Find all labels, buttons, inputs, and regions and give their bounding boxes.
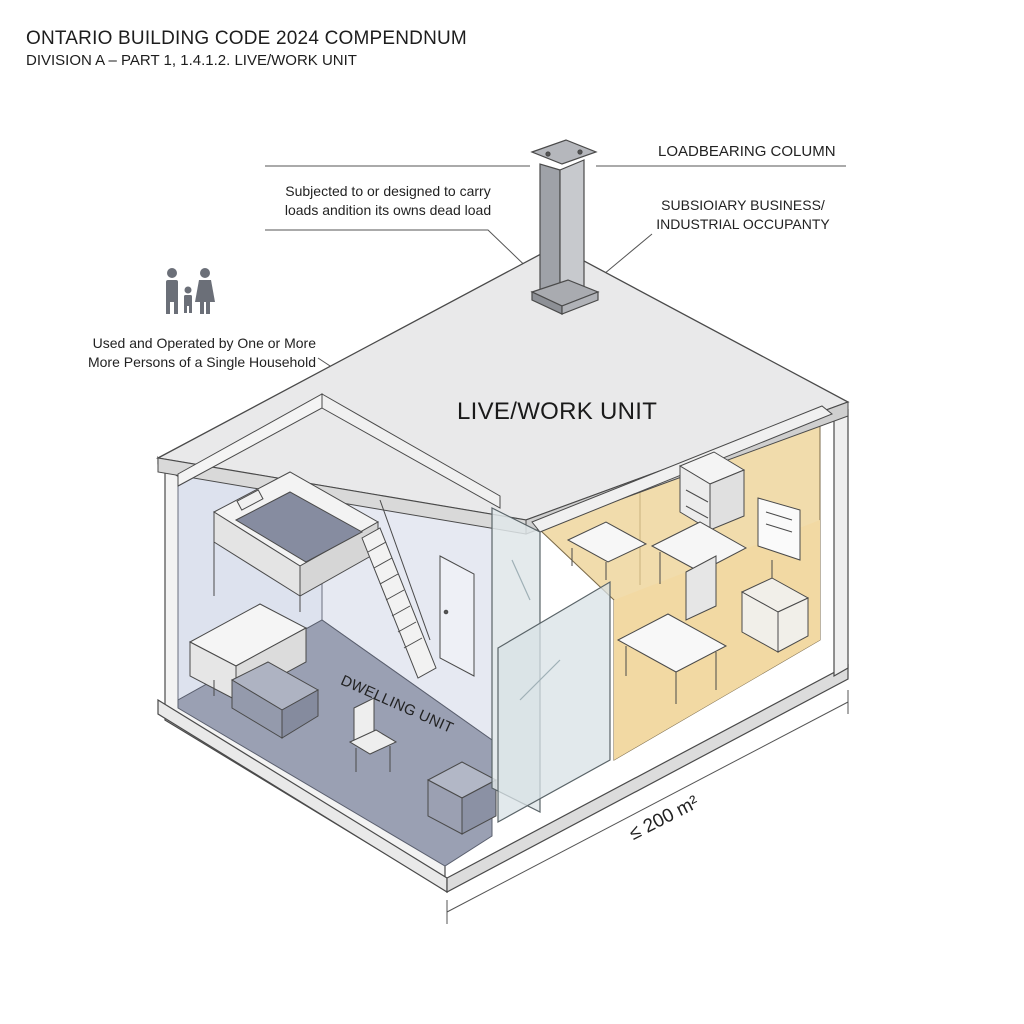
wall-chart	[757, 497, 801, 561]
label-household-line2: More Persons of a Single Household	[87, 354, 316, 370]
label-household-line1: Used and Operated by One or More	[92, 335, 316, 351]
label-subsidiary-occupancy: SUBSIOIARY BUSINESS/ INDUSTRIAL OCCUPANT…	[640, 196, 846, 234]
leader-loads	[265, 229, 541, 281]
loft-bed	[212, 471, 380, 612]
right-outer-wall	[833, 408, 849, 678]
page-title: ONTARIO BUILDING CODE 2024 COMPENDNUM	[26, 28, 467, 49]
base-slab-right	[446, 664, 849, 893]
glass-partition	[491, 507, 611, 824]
label-loads-line2: loads andition its owns dead load	[284, 202, 492, 218]
office-desk	[566, 521, 648, 580]
sofa	[230, 661, 320, 739]
label-household-note: Used and Operated by One or More More Pe…	[70, 334, 316, 372]
family-icon	[166, 268, 215, 314]
label-loadbearing-column: LOADBEARING COLUMN	[658, 143, 836, 160]
dwelling-cabinet	[426, 761, 498, 835]
label-live-work-unit: LIVE/WORK UNIT	[457, 398, 658, 425]
work-table	[616, 613, 728, 704]
stairs	[361, 499, 437, 679]
label-subsidiary-line1: SUBSIOIARY BUSINESS/	[661, 197, 825, 213]
loadbearing-column	[530, 139, 600, 315]
drafting-desk	[650, 521, 748, 621]
label-loads-note: Subjected to or designed to carry loads …	[262, 182, 514, 220]
label-loads-line1: Subjected to or designed to carry	[285, 183, 491, 199]
label-subsidiary-line2: INDUSTRIAL OCCUPANTY	[656, 216, 830, 232]
page-subtitle: DIVISION A – PART 1, 1.4.1.2. LIVE/WORK …	[26, 52, 357, 69]
3d-printer	[740, 560, 810, 653]
dwelling-door	[439, 555, 475, 677]
bookshelf	[678, 451, 746, 531]
area-dimension-line	[446, 690, 849, 924]
chair	[348, 697, 398, 772]
